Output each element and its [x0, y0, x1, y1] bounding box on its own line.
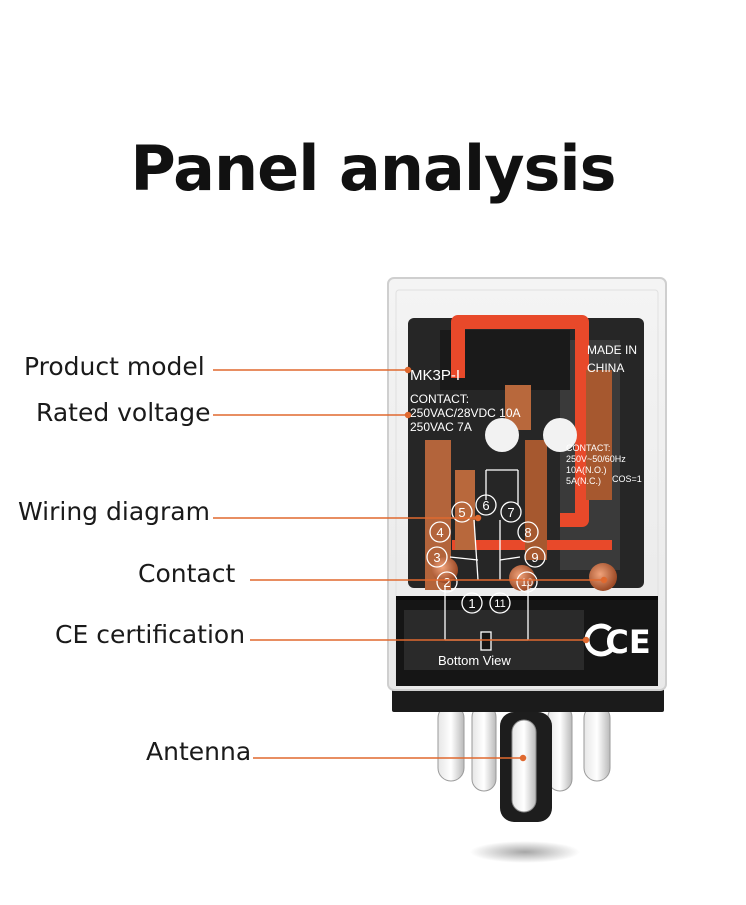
wiring-pins: 1 2 3 4 5 6 7 8 9 10 11 [426, 494, 546, 614]
relay-made-in-2: CHINA [587, 361, 624, 375]
pin-5: 5 [451, 501, 473, 523]
svg-text:4: 4 [436, 525, 443, 540]
svg-text:3: 3 [433, 550, 440, 565]
label-ce-certification: CE certification [55, 620, 246, 649]
pin-4: 4 [429, 521, 451, 543]
label-contact: Contact [138, 559, 236, 588]
relay-model-text: MK3P-I [410, 367, 460, 384]
svg-text:2: 2 [443, 575, 450, 590]
pin-9: 9 [524, 546, 546, 568]
leader-lines [213, 366, 608, 762]
page-title: Panel analysis [130, 132, 616, 205]
red-frame [451, 315, 589, 527]
relay-side-line2: 10A(N.O.) [566, 465, 607, 475]
pin-2: 2 [436, 571, 458, 593]
svg-text:10: 10 [521, 577, 533, 589]
relay-rating-line2: 250VAC 7A [410, 420, 472, 434]
copper-contacts [425, 370, 617, 591]
relay-pins [437, 704, 611, 822]
svg-text:1: 1 [468, 596, 475, 611]
label-rated-voltage: Rated voltage [36, 398, 211, 427]
ground-shadow [470, 841, 580, 863]
relay-side-line3: 5A(N.C.) [566, 476, 601, 486]
pin-3: 3 [426, 546, 448, 568]
svg-text:11: 11 [494, 598, 505, 610]
svg-text:9: 9 [531, 550, 538, 565]
relay-contact-heading: CONTACT: [410, 392, 469, 406]
pin-6: 6 [475, 494, 497, 516]
relay-base [392, 688, 664, 712]
label-product-model: Product model [24, 352, 205, 381]
label-antenna: Antenna [146, 737, 252, 766]
pin-11: 11 [489, 592, 511, 614]
label-wiring-diagram: Wiring diagram [18, 497, 210, 526]
relay-made-in-1: MADE IN [587, 343, 637, 357]
svg-text:7: 7 [507, 505, 514, 520]
pin-7: 7 [500, 501, 522, 523]
relay-rating-line1: 250VAC/28VDC 10A [410, 406, 521, 420]
ce-mark-text: CE [605, 623, 650, 661]
relay-side-contact: CONTACT: [566, 443, 610, 453]
svg-text:5: 5 [458, 505, 465, 520]
relay-side-line1: 250V~50/60Hz [566, 454, 626, 464]
svg-text:6: 6 [482, 498, 489, 513]
pin-8: 8 [517, 521, 539, 543]
svg-text:8: 8 [524, 525, 531, 540]
relay-side-cos: COS=1 [612, 474, 642, 484]
relay-bottom-view: Bottom View [438, 653, 511, 668]
pin-1: 1 [461, 592, 483, 614]
ce-mark-icon: CE [584, 623, 651, 661]
